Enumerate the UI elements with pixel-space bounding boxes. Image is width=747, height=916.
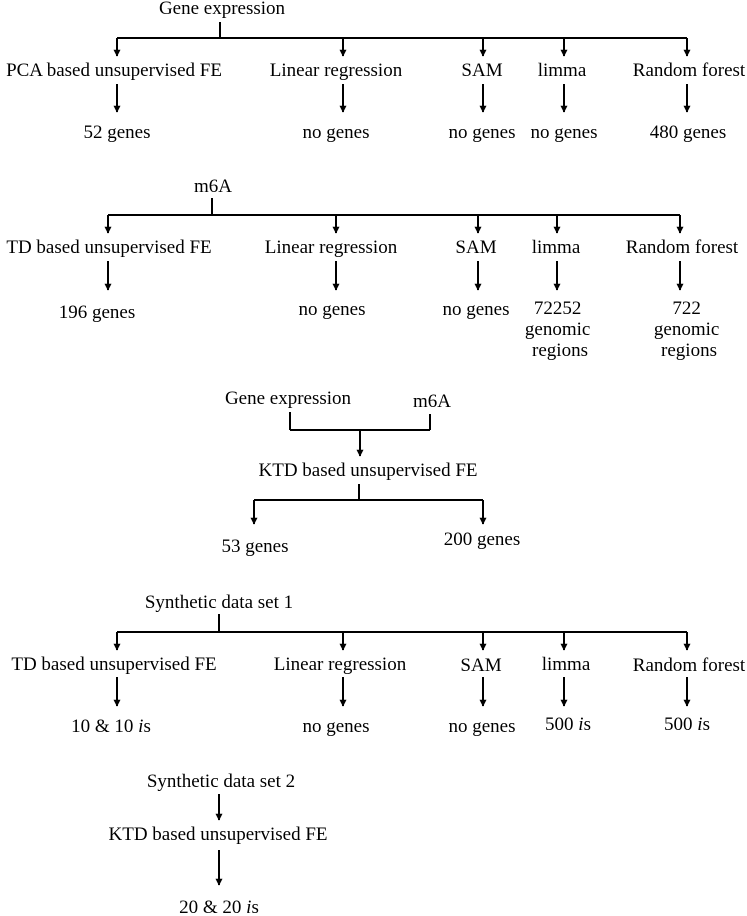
input-left-label: Gene expression	[225, 388, 352, 409]
section-m6a: m6A TD based unsupervised FE Linear regr…	[6, 176, 739, 361]
result-label: 500 is	[545, 714, 591, 735]
method-label: TD based unsupervised FE	[11, 654, 216, 675]
root-label: Synthetic data set 2	[147, 771, 295, 792]
method-label: Linear regression	[270, 60, 403, 81]
root-label: m6A	[194, 176, 232, 197]
result-label: 10 & 10 is	[71, 716, 151, 737]
method-label: Linear regression	[265, 237, 398, 258]
method-label: Random forest	[633, 655, 746, 676]
method-label: KTD based unsupervised FE	[259, 460, 478, 481]
result-label: 53 genes	[221, 536, 288, 557]
result-label: 480 genes	[650, 122, 727, 143]
method-label: TD based unsupervised FE	[6, 237, 211, 258]
result-line: genomic	[525, 319, 590, 340]
method-label: limma	[538, 60, 587, 81]
result-label: no genes	[530, 122, 597, 143]
result-label: no genes	[442, 299, 509, 320]
result-line: regions	[532, 340, 588, 361]
result-line: 72252	[534, 298, 582, 319]
input-right-label: m6A	[413, 391, 451, 412]
method-label: KTD based unsupervised FE	[109, 824, 328, 845]
result-label: 500 is	[664, 714, 710, 735]
section-gene-expression: Gene expression PCA based unsupervised F…	[6, 0, 746, 143]
section-integration: Gene expression m6A KTD based unsupervis…	[221, 388, 520, 557]
result-label: 200 genes	[444, 529, 521, 550]
result-line: regions	[661, 340, 717, 361]
method-label: Linear regression	[274, 654, 407, 675]
result-label: no genes	[448, 122, 515, 143]
result-label: no genes	[302, 716, 369, 737]
root-label: Synthetic data set 1	[145, 592, 293, 613]
method-label: PCA based unsupervised FE	[6, 60, 222, 81]
result-label: no genes	[302, 122, 369, 143]
method-label: SAM	[460, 655, 501, 676]
result-label: no genes	[448, 716, 515, 737]
section-synthetic-2: Synthetic data set 2 KTD based unsupervi…	[109, 771, 328, 916]
method-label: limma	[542, 654, 591, 675]
section-synthetic-1: Synthetic data set 1 TD based unsupervis…	[11, 592, 746, 737]
result-line: 722	[672, 298, 701, 319]
result-label: 20 & 20 is	[179, 897, 259, 916]
method-label: SAM	[455, 237, 496, 258]
result-label: 196 genes	[59, 302, 136, 323]
method-label: Random forest	[626, 237, 739, 258]
root-label: Gene expression	[159, 0, 286, 19]
method-label: limma	[532, 237, 581, 258]
method-label: SAM	[461, 60, 502, 81]
result-label: no genes	[298, 299, 365, 320]
method-label: Random forest	[633, 60, 746, 81]
result-label-limma: 72252 genomic regions	[525, 298, 595, 361]
result-label: 52 genes	[83, 122, 150, 143]
result-label-random-forest: 722 genomic regions	[654, 298, 724, 361]
result-line: genomic	[654, 319, 719, 340]
